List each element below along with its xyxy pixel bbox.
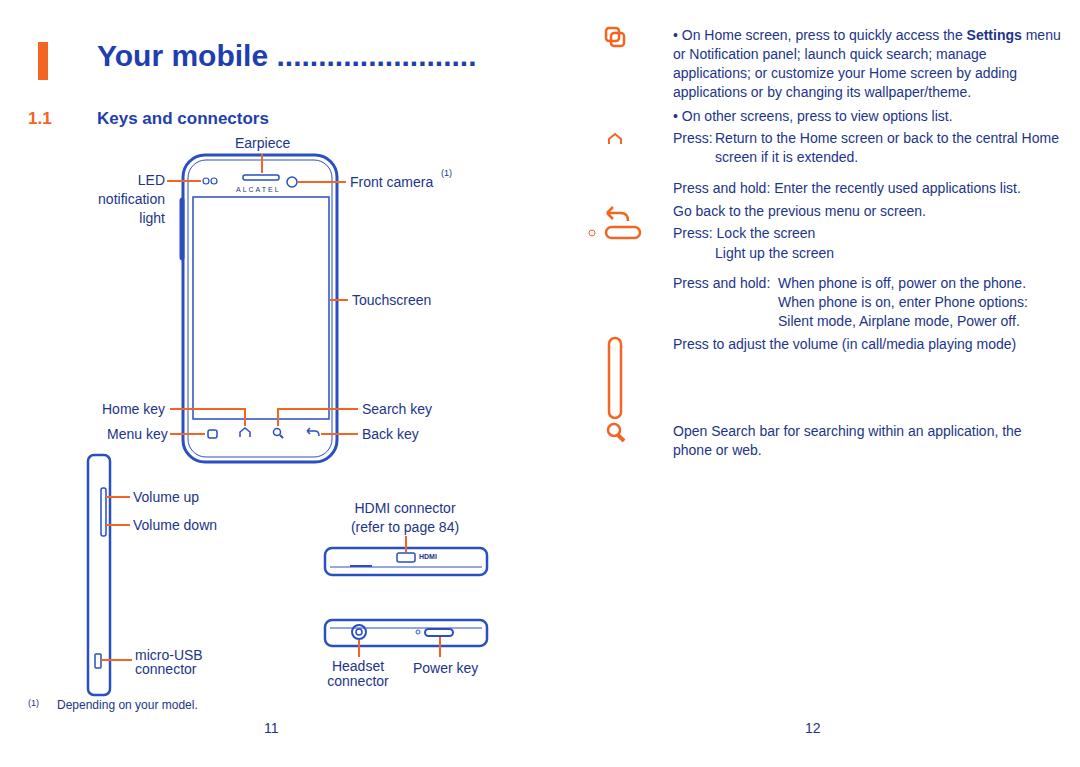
- phone-top: [325, 548, 487, 575]
- key-description: Press to adjust the volume (in call/medi…: [673, 335, 1068, 354]
- key-icons: [589, 28, 640, 441]
- brand-mark: ALCATEL: [236, 185, 281, 194]
- key-description: Press and hold:: [673, 274, 770, 293]
- footnote-mark: (1): [28, 698, 39, 709]
- key-description: When phone is off, power on the phone. W…: [778, 274, 1060, 331]
- key-description: Go back to the previous menu or screen.: [673, 202, 1063, 221]
- part-name: Headset connector: [318, 659, 398, 689]
- key-description: • On other screens, press to view option…: [673, 107, 1063, 126]
- part-name: LED notification light: [85, 171, 165, 228]
- key-description: Press and hold: Enter the recently used …: [673, 179, 1063, 198]
- section-number: 1.1: [28, 108, 52, 129]
- key-description: Settings: [967, 27, 1022, 43]
- key-description: Open Search bar for searching within an …: [673, 422, 1058, 460]
- part-name: Home key: [102, 400, 165, 419]
- key-description: Light up the screen: [715, 244, 1055, 263]
- part-name: micro-USB connector: [135, 648, 215, 676]
- part-name: Front camera: [350, 173, 433, 192]
- key-description: • On Home screen, press to quickly acces…: [673, 26, 1061, 102]
- part-name: Back key: [362, 425, 419, 444]
- port-mark: HDMI: [419, 552, 437, 561]
- part-name: Earpiece: [235, 134, 290, 153]
- page-number: 12: [805, 719, 821, 738]
- chapter-bar: [38, 42, 48, 80]
- key-description: Press:: [673, 129, 713, 148]
- part-name: Menu key: [107, 425, 168, 444]
- page-number: 11: [264, 719, 279, 738]
- phone-bottom: [325, 620, 487, 646]
- part-name: HDMI connector (refer to page 84): [340, 499, 470, 537]
- section-title: Keys and connectors: [97, 108, 269, 129]
- chapter-title: Your mobile ........................: [97, 38, 477, 74]
- part-name: Volume down: [133, 516, 217, 535]
- leader-lines: [101, 154, 440, 660]
- key-description: Press: Lock the screen: [673, 224, 1063, 243]
- part-name: Search key: [362, 400, 432, 419]
- key-description: Return to the Home screen or back to the…: [715, 129, 1060, 167]
- footnote-mark: (1): [441, 168, 452, 179]
- part-name: Touchscreen: [352, 291, 431, 310]
- footnote: Depending on your model.: [57, 698, 198, 712]
- phone-front: [180, 155, 337, 462]
- key-description: • On Home screen, press to quickly acces…: [673, 27, 963, 43]
- part-name: Volume up: [133, 488, 199, 507]
- part-name: Power key: [413, 659, 478, 678]
